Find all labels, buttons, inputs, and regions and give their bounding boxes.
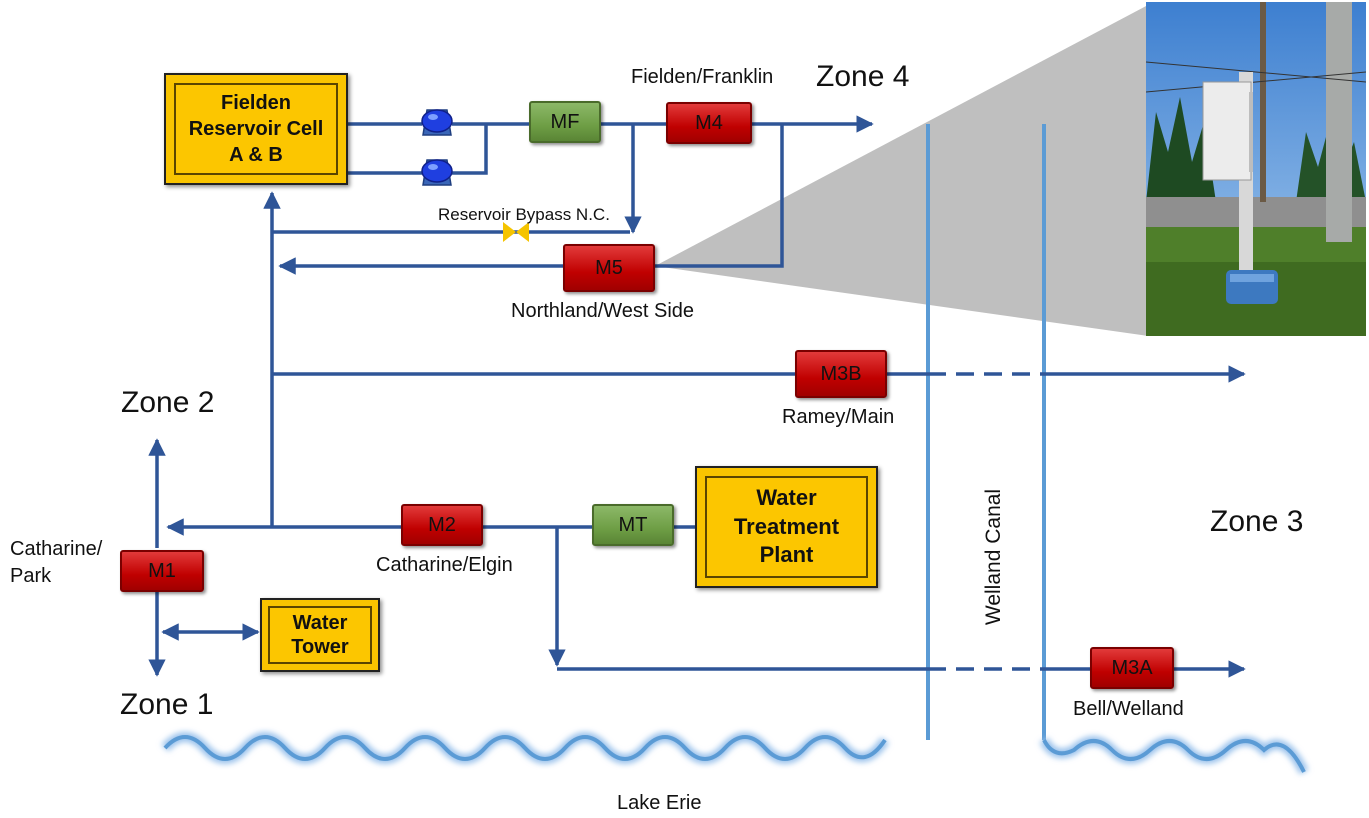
reservoir-label-line3: A & B bbox=[229, 144, 283, 166]
zone-3-label: Zone 3 bbox=[1210, 505, 1304, 538]
tower-label-line1: Water bbox=[292, 612, 348, 634]
meter-m1: M1 bbox=[120, 550, 204, 592]
meter-mf: MF bbox=[529, 101, 601, 143]
water-treatment-plant: Water Treatment Plant bbox=[695, 466, 878, 588]
bypass-valve-icon bbox=[503, 222, 529, 242]
pipe-network bbox=[148, 115, 1246, 678]
meter-mt: MT bbox=[592, 504, 674, 546]
location-fielden-franklin: Fielden/Franklin bbox=[631, 66, 774, 88]
zone-4-label: Zone 4 bbox=[816, 60, 910, 93]
location-northland-west-side: Northland/West Side bbox=[511, 300, 695, 322]
meter-m2: M2 bbox=[401, 504, 483, 546]
reservoir-label-line1: Fielden bbox=[220, 92, 291, 114]
zone-2-label: Zone 2 bbox=[121, 386, 215, 419]
reservoir-label-line2: Reservoir Cell bbox=[188, 118, 324, 140]
treatment-label-line1: Water bbox=[756, 485, 817, 511]
lake-erie-shoreline bbox=[161, 732, 1309, 775]
welland-canal-banks bbox=[923, 124, 1049, 740]
pump-icon bbox=[421, 109, 453, 136]
photo-callout-cone bbox=[655, 5, 1148, 336]
zone-1-label: Zone 1 bbox=[120, 688, 214, 721]
pump-icon bbox=[421, 159, 453, 186]
location-ramey-main: Ramey/Main bbox=[782, 406, 895, 428]
water-tower: Water Tower bbox=[260, 598, 380, 672]
meter-m5: M5 bbox=[563, 244, 655, 292]
tower-label-line2: Tower bbox=[291, 636, 349, 658]
welland-canal-label: Welland Canal bbox=[982, 488, 1005, 626]
treatment-label-line3: Plant bbox=[759, 542, 814, 568]
location-catharine-elgin: Catharine/Elgin bbox=[376, 554, 513, 576]
lake-erie-label: Lake Erie bbox=[617, 792, 702, 814]
meter-m3b: M3B bbox=[795, 350, 887, 398]
location-catharine-park-line2: Park bbox=[10, 565, 52, 587]
location-bell-welland: Bell/Welland bbox=[1073, 698, 1184, 720]
meter-m3a: M3A bbox=[1090, 647, 1174, 689]
treatment-label-line2: Treatment bbox=[733, 513, 840, 539]
fielden-reservoir: Fielden Reservoir Cell A & B bbox=[164, 73, 348, 185]
location-catharine-park-line1: Catharine/ bbox=[10, 538, 103, 560]
meter-station-photo bbox=[1146, 2, 1366, 336]
meter-m4: M4 bbox=[666, 102, 752, 144]
location-reservoir-bypass: Reservoir Bypass N.C. bbox=[438, 205, 610, 224]
